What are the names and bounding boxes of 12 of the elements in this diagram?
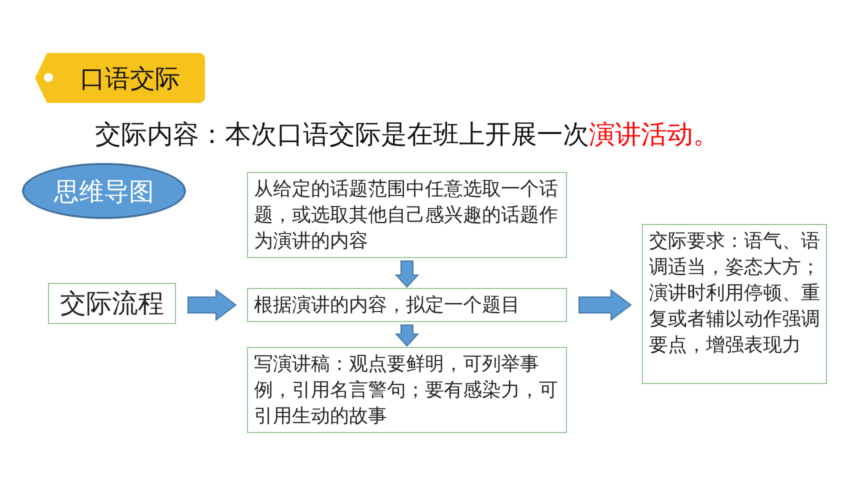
process-box: 交际要求：语气、语调适当，姿态大方；演讲时利用停顿、重复或者辅以动作强调要点，增强表现力 [642, 224, 827, 384]
process-box: 从给定的话题范围中任意选取一个话题，或选取其他自己感兴趣的话题作为演讲的内容 [247, 172, 567, 258]
heading-text: 交际内容：本次口语交际是在班上开展一次演讲活动。 [95, 119, 719, 152]
process-box: 写演讲稿：观点要鲜明，可列举事例，引用名言警句；要有感染力，可引用生动的故事 [247, 347, 567, 433]
block-arrow [394, 324, 420, 347]
block-arrow [578, 289, 632, 321]
process-box: 根据演讲的内容，拟定一个题目 [247, 288, 567, 322]
block-arrow [188, 289, 237, 321]
tag-label: 口语交际 [35, 53, 205, 103]
process-box: 交际流程 [48, 283, 176, 324]
block-arrow [394, 260, 420, 288]
ellipse-label: 思维导图 [22, 163, 186, 219]
